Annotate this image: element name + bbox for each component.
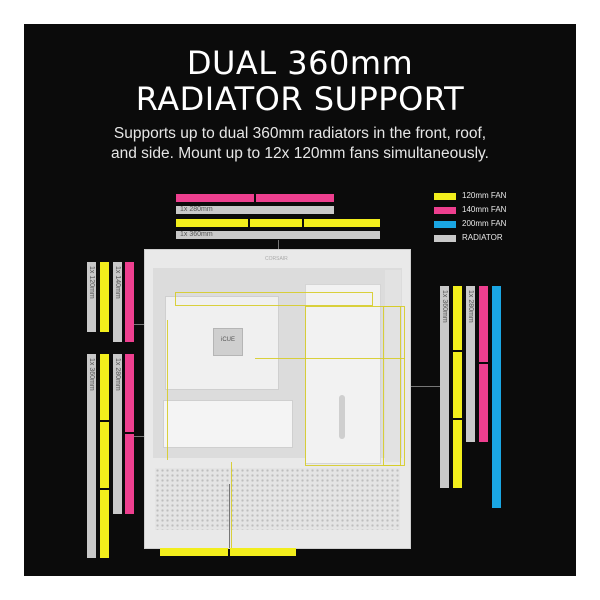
top-120mm-fan-bar-3 bbox=[304, 219, 380, 227]
left-360mm-radiator-label: 1x 360mm bbox=[88, 358, 95, 391]
cpu-cooler: iCUE bbox=[213, 328, 243, 356]
right-360mm-radiator-bar: 1x 360mm bbox=[440, 286, 449, 488]
legend-label-140mm-fan: 140mm FAN bbox=[462, 205, 507, 214]
top-140mm-fan-bar-1 bbox=[176, 194, 254, 202]
product-feature-panel: DUAL 360mm RADIATOR SUPPORT Supports up … bbox=[24, 24, 576, 576]
legend-label-radiator: RADIATOR bbox=[462, 233, 503, 242]
right-360mm-radiator-label: 1x 360mm bbox=[441, 290, 448, 323]
top-fan-outline bbox=[175, 292, 373, 306]
front-radiator-outline bbox=[383, 306, 401, 466]
bottom-120mm-fan-bar-2 bbox=[230, 548, 296, 556]
left-140mm-fan-bar bbox=[125, 262, 134, 342]
left-120mm-fan-stack-2 bbox=[100, 422, 109, 488]
headline-line-2: RADIATOR SUPPORT bbox=[135, 80, 465, 118]
left-guide-yellow-line bbox=[167, 320, 168, 460]
cooler-logo-text: iCUE bbox=[221, 337, 236, 343]
mesh-bottom-panel bbox=[155, 468, 400, 530]
shroud-cable-slot bbox=[339, 395, 345, 439]
top-280mm-radiator-bar: 1x 280mm bbox=[176, 206, 334, 214]
legend-label-120mm-fan: 120mm FAN bbox=[462, 191, 507, 200]
legend-swatch-radiator bbox=[434, 235, 456, 242]
left-140mm-radiator-label: 1x 140mm bbox=[114, 266, 121, 299]
right-120mm-fan-stack-2 bbox=[453, 352, 462, 418]
right-140mm-fan-stack-2 bbox=[479, 364, 488, 442]
case-brand-text: CORSAIR bbox=[265, 256, 288, 262]
right-120mm-fan-stack-3 bbox=[453, 420, 462, 488]
top-120mm-fan-bar-2 bbox=[250, 219, 302, 227]
left-120mm-fan-bar bbox=[100, 262, 109, 332]
right-280mm-radiator-label: 1x 280mm bbox=[467, 290, 474, 323]
psu-shroud bbox=[305, 284, 381, 464]
legend-label-200mm-fan: 200mm FAN bbox=[462, 219, 507, 228]
middle-guide-yellow-line bbox=[255, 358, 405, 359]
left-120mm-radiator-label: 1x 120mm bbox=[88, 266, 95, 299]
top-280mm-radiator-label: 1x 280mm bbox=[180, 206, 213, 213]
bottom-guide-line bbox=[229, 484, 230, 548]
legend-swatch-200mm-fan bbox=[434, 221, 456, 228]
legend-swatch-120mm-fan bbox=[434, 193, 456, 200]
top-360mm-radiator-label: 1x 360mm bbox=[180, 231, 213, 238]
top-140mm-fan-bar-2 bbox=[256, 194, 334, 202]
bottom-120mm-fan-bar-1 bbox=[160, 548, 228, 556]
right-120mm-fan-stack-1 bbox=[453, 286, 462, 350]
left-140mm-fan-stack-2 bbox=[125, 434, 134, 514]
right-200mm-fan-bar bbox=[492, 286, 501, 508]
right-280mm-radiator-bar: 1x 280mm bbox=[466, 286, 475, 442]
bottom-guide-yellow-line bbox=[231, 462, 232, 554]
description-line-2: and side. Mount up to 12x 120mm fans sim… bbox=[111, 145, 489, 162]
left-360mm-radiator-bar: 1x 360mm bbox=[87, 354, 96, 558]
top-120mm-fan-bar-1 bbox=[176, 219, 248, 227]
left-280mm-radiator-bar: 1x 280mm bbox=[113, 354, 122, 514]
left-140mm-fan-stack-1 bbox=[125, 354, 134, 432]
left-120mm-radiator-bar: 1x 120mm bbox=[87, 262, 96, 332]
headline-line-1: DUAL 360mm bbox=[186, 44, 414, 82]
left-120mm-fan-stack-1 bbox=[100, 354, 109, 420]
pc-case-illustration: CORSAIR iCUE bbox=[144, 249, 411, 554]
front-panel-strip bbox=[385, 270, 401, 462]
legend-swatch-140mm-fan bbox=[434, 207, 456, 214]
right-140mm-fan-stack-1 bbox=[479, 286, 488, 362]
top-360mm-radiator-bar: 1x 360mm bbox=[176, 231, 380, 239]
left-140mm-radiator-bar: 1x 140mm bbox=[113, 262, 122, 342]
graphics-card bbox=[163, 400, 293, 448]
description-line-1: Supports up to dual 360mm radiators in t… bbox=[113, 125, 487, 142]
left-120mm-fan-stack-3 bbox=[100, 490, 109, 558]
right-guide-line bbox=[396, 386, 440, 387]
side-radiator-outline bbox=[305, 306, 405, 466]
left-280mm-radiator-label: 1x 280mm bbox=[114, 358, 121, 391]
